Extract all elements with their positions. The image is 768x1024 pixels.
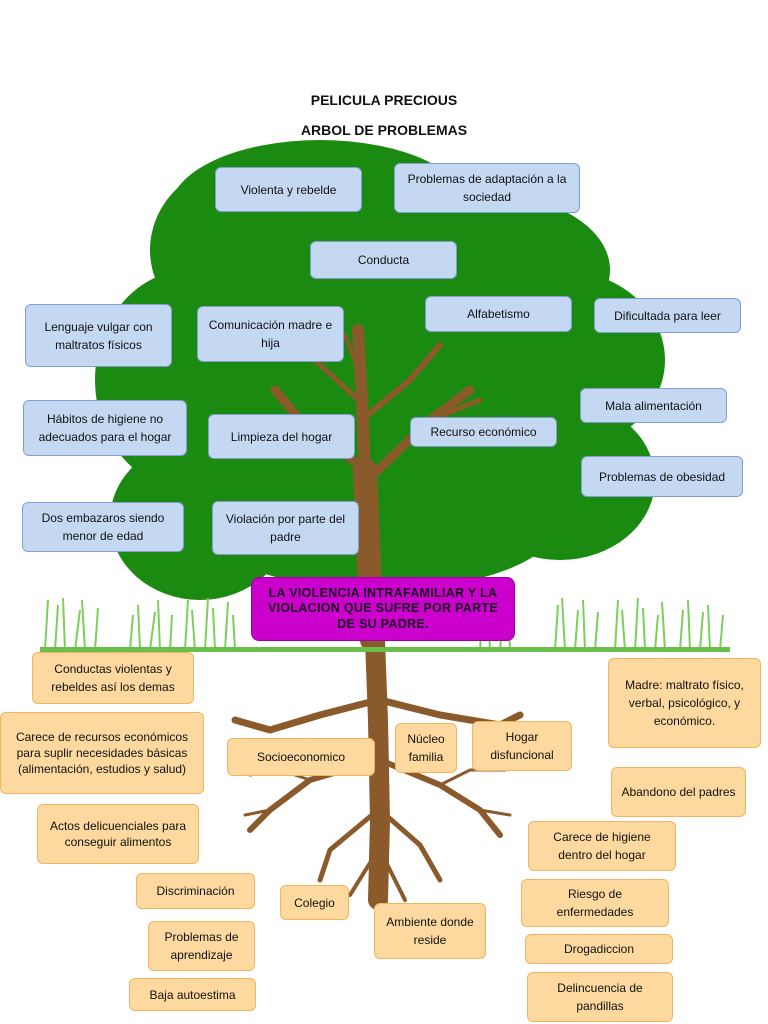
effect-box: Limpieza del hogar — [208, 414, 355, 459]
effect-box: Mala alimentación — [580, 388, 727, 423]
effect-box: Problemas de obesidad — [581, 456, 743, 497]
cause-box: Socioeconomico — [227, 738, 375, 776]
cause-box: Discriminación — [136, 873, 255, 909]
page-title: PELICULA PRECIOUS — [310, 92, 458, 108]
cause-box: Carece de higiene dentro del hogar — [528, 821, 676, 871]
cause-box: Delincuencia de pandillas — [527, 972, 673, 1022]
effect-box: Dificultada para leer — [594, 298, 741, 333]
cause-box: Colegio — [280, 885, 349, 920]
cause-box: Riesgo de enfermedades — [521, 879, 669, 927]
effect-box: Problemas de adaptación a la sociedad — [394, 163, 580, 213]
grass — [44, 597, 724, 651]
cause-box: Drogadiccion — [525, 934, 673, 964]
cause-box: Núcleo familia — [395, 723, 457, 773]
core-problem: LA VIOLENCIA INTRAFAMILIAR Y LA VIOLACIO… — [251, 577, 515, 641]
effect-box: Violación por parte del padre — [212, 501, 359, 555]
cause-box: Ambiente donde reside — [374, 903, 486, 959]
cause-box: Madre: maltrato físico, verbal, psicológ… — [608, 658, 761, 748]
page-subtitle: ARBOL DE PROBLEMAS — [300, 122, 468, 138]
cause-box: Conductas violentas y rebeldes así los d… — [32, 652, 194, 704]
cause-box: Baja autoestima — [129, 978, 256, 1011]
ground-line — [40, 647, 730, 652]
effect-box: Comunicación madre e hija — [197, 306, 344, 362]
cause-box: Hogar disfuncional — [472, 721, 572, 771]
effect-box: Recurso económico — [410, 417, 557, 447]
effect-box: Alfabetismo — [425, 296, 572, 332]
effect-box: Dos embazaros siendo menor de edad — [22, 502, 184, 552]
cause-box: Actos delicuenciales para conseguir alim… — [37, 804, 199, 864]
tree-roots — [231, 630, 524, 910]
cause-box: Problemas de aprendizaje — [148, 921, 255, 971]
cause-box: Carece de recursos económicos para supli… — [0, 712, 204, 794]
effect-box: Lenguaje vulgar con maltratos físicos — [25, 304, 172, 367]
effect-box: Conducta — [310, 241, 457, 279]
effect-box: Hábitos de higiene no adecuados para el … — [23, 400, 187, 456]
cause-box: Abandono del padres — [611, 767, 746, 817]
effect-box: Violenta y rebelde — [215, 167, 362, 212]
